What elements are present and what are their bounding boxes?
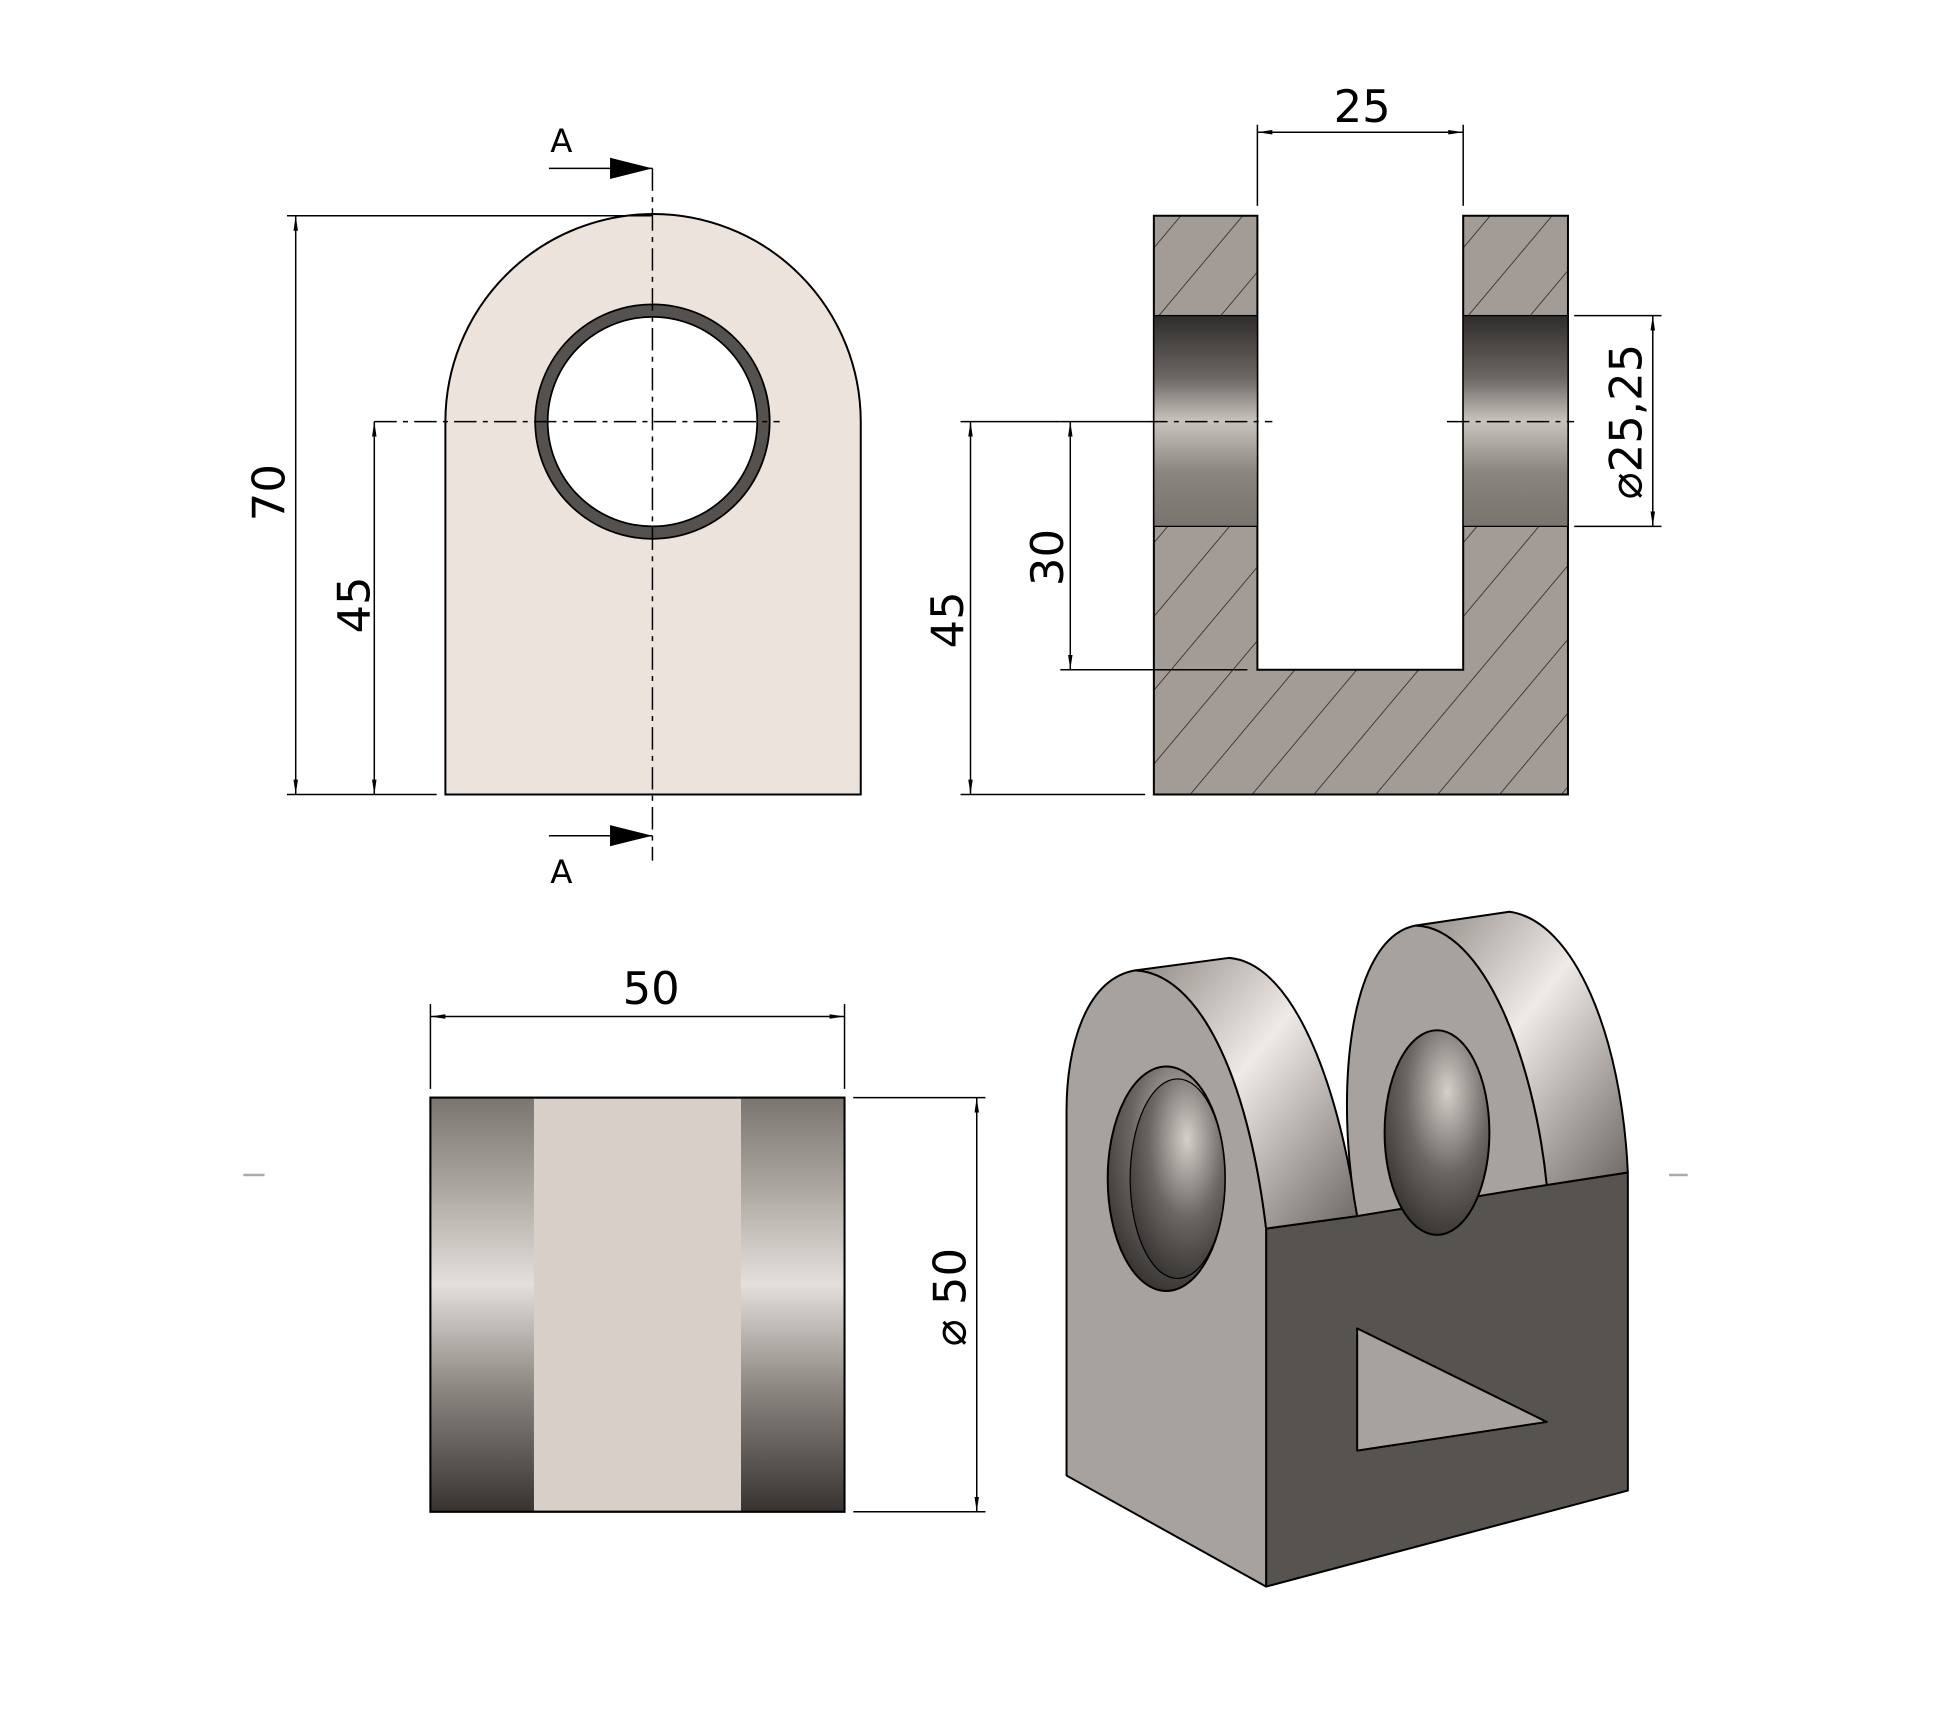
dim-45-front: 45 bbox=[327, 576, 380, 633]
iso-right-lug-top bbox=[1414, 910, 1629, 1186]
iso-slot-floor bbox=[1356, 1327, 1548, 1452]
front-view: 70 45 A A bbox=[242, 122, 862, 891]
section-view: 25 ⌀25,25 30 45 bbox=[921, 80, 1662, 796]
dim-30: 30 bbox=[1021, 529, 1074, 586]
section-label-top: A bbox=[550, 122, 572, 160]
dim-25: 25 bbox=[1334, 80, 1391, 133]
bottom-view: 50 ⌀ 50 bbox=[243, 962, 1688, 1513]
iso-right-hole bbox=[1383, 1029, 1491, 1236]
isometric-view bbox=[1065, 910, 1629, 1588]
dim-50: 50 bbox=[623, 962, 680, 1015]
dim-dia-50: ⌀ 50 bbox=[924, 1248, 977, 1346]
dim-70: 70 bbox=[242, 464, 295, 521]
section-label-bottom: A bbox=[550, 853, 572, 891]
cylinder-band-right bbox=[741, 1097, 845, 1512]
dim-dia-25-25: ⌀25,25 bbox=[1600, 344, 1653, 500]
cylinder-band-left bbox=[430, 1097, 534, 1512]
dim-45-section: 45 bbox=[921, 591, 974, 648]
